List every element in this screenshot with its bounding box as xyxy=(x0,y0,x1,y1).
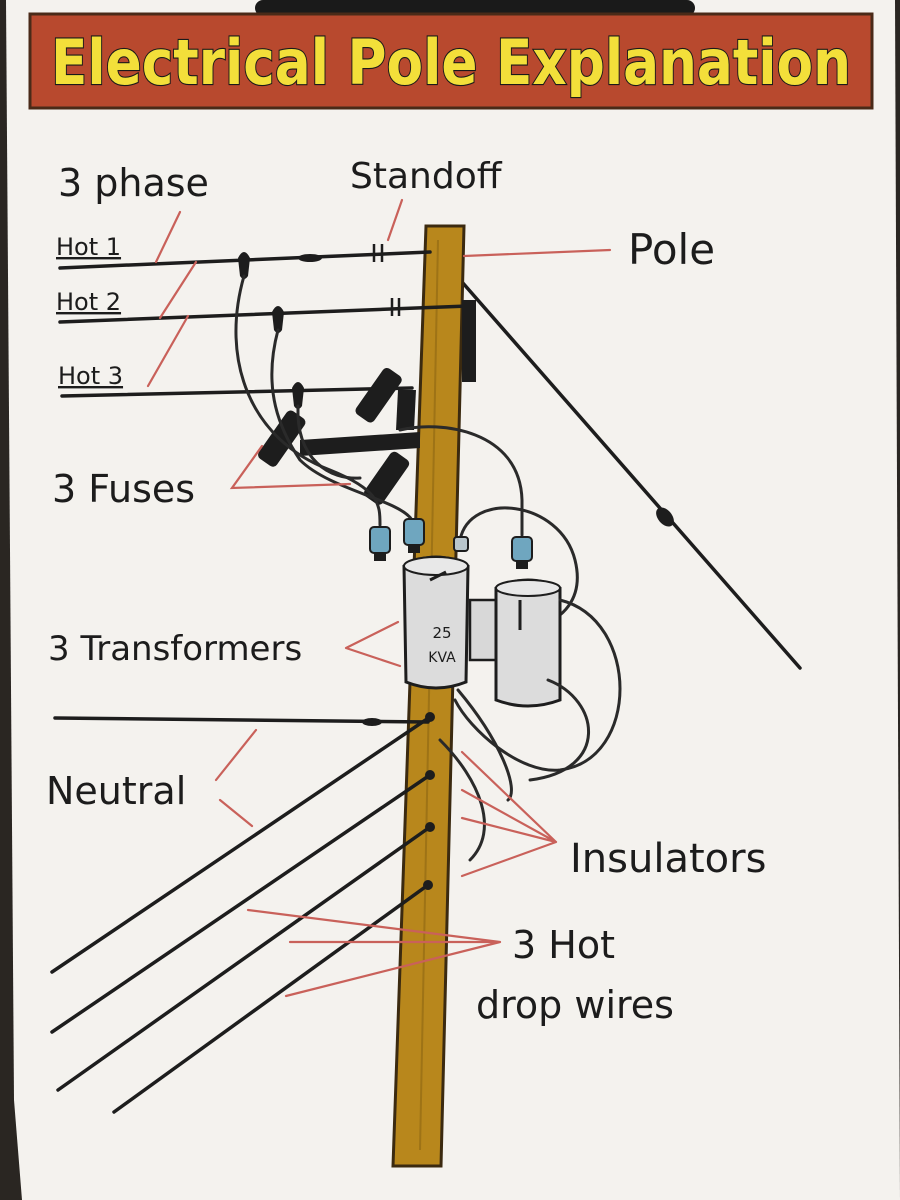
label-insulators: Insulators xyxy=(570,836,766,882)
transformer-rating-kva: 25 xyxy=(432,624,451,642)
lead-wire-5 xyxy=(458,506,579,627)
insulator-1 xyxy=(425,712,435,722)
label-hot-3: Hot 3 xyxy=(58,362,123,390)
bushing-3 xyxy=(511,536,533,569)
guy-wire xyxy=(460,280,802,670)
pointer-hot-drop xyxy=(246,908,502,998)
small-bushing xyxy=(453,536,469,552)
lead-wire-2 xyxy=(270,328,414,522)
fuse-bracket xyxy=(396,390,416,430)
pointer-insulators xyxy=(460,750,558,878)
fuse-crossarm xyxy=(300,432,420,456)
tap-clamp-3 xyxy=(292,382,304,409)
secondary-loop-1 xyxy=(453,598,622,772)
label-standoff: Standoff xyxy=(350,156,503,197)
title-band xyxy=(28,12,874,110)
pointer-phase-hot2 xyxy=(158,260,198,320)
pointer-standoff xyxy=(386,198,404,242)
bushing-2 xyxy=(403,518,425,553)
guy-wire-insulator xyxy=(656,507,674,527)
page-title: Electrical Pole Explanation xyxy=(51,26,851,99)
neutral-connector xyxy=(362,718,382,726)
label-neutral: Neutral xyxy=(46,769,186,813)
label-drop-wires: drop wires xyxy=(476,983,674,1027)
clipboard-clip xyxy=(255,0,695,16)
tap-clamp-1 xyxy=(238,252,250,279)
insulator-2 xyxy=(425,770,435,780)
secondary-drop-2 xyxy=(438,738,486,862)
lead-wire-1 xyxy=(234,274,382,527)
tap-clamp-2 xyxy=(272,306,284,333)
fuse-2 xyxy=(258,410,306,467)
drop-wire-4 xyxy=(112,883,430,1114)
hot-3-line xyxy=(60,386,414,398)
secondary-loop-2 xyxy=(528,678,590,782)
lead-wire-3 xyxy=(296,404,362,480)
secondary-drop-1 xyxy=(456,688,513,802)
lead-wire-4 xyxy=(398,425,524,537)
pointer-fuses xyxy=(229,444,352,490)
drop-wire-1 xyxy=(50,715,432,974)
pole-bracket xyxy=(462,300,476,382)
drop-wire-3 xyxy=(56,825,432,1092)
label-3-phase: 3 phase xyxy=(58,161,209,205)
insulator-4 xyxy=(423,880,433,890)
pointer-transformers xyxy=(344,620,402,668)
standoff-insulator-2 xyxy=(390,298,401,316)
pointer-phase-hot3 xyxy=(146,314,190,388)
insulator-3 xyxy=(425,822,435,832)
label-pole: Pole xyxy=(628,225,715,274)
fuse-3 xyxy=(364,451,410,505)
drop-wire-2 xyxy=(50,773,432,1034)
pointer-neutral xyxy=(214,728,258,828)
pointer-pole xyxy=(462,248,612,258)
pole-grain xyxy=(419,239,439,1151)
label-3-fuses: 3 Fuses xyxy=(52,467,195,511)
label-3-transformers: 3 Transformers xyxy=(48,629,302,669)
transformer-1 xyxy=(402,555,470,690)
standoff-insulator-1 xyxy=(372,244,384,262)
bushing-1 xyxy=(369,526,391,561)
label-3-hot: 3 Hot xyxy=(512,923,615,967)
label-hot-2: Hot 2 xyxy=(56,288,121,316)
line-connector xyxy=(298,254,322,262)
transformer-3 xyxy=(494,578,562,708)
label-hot-1: Hot 1 xyxy=(56,233,121,261)
pointer-phase-hot1 xyxy=(154,210,182,264)
transformer-rating-unit: KVA xyxy=(428,650,456,666)
fuse-1 xyxy=(355,367,402,423)
